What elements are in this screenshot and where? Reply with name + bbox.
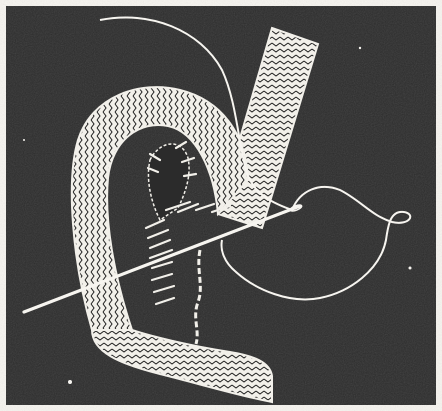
illustration xyxy=(0,0,442,411)
